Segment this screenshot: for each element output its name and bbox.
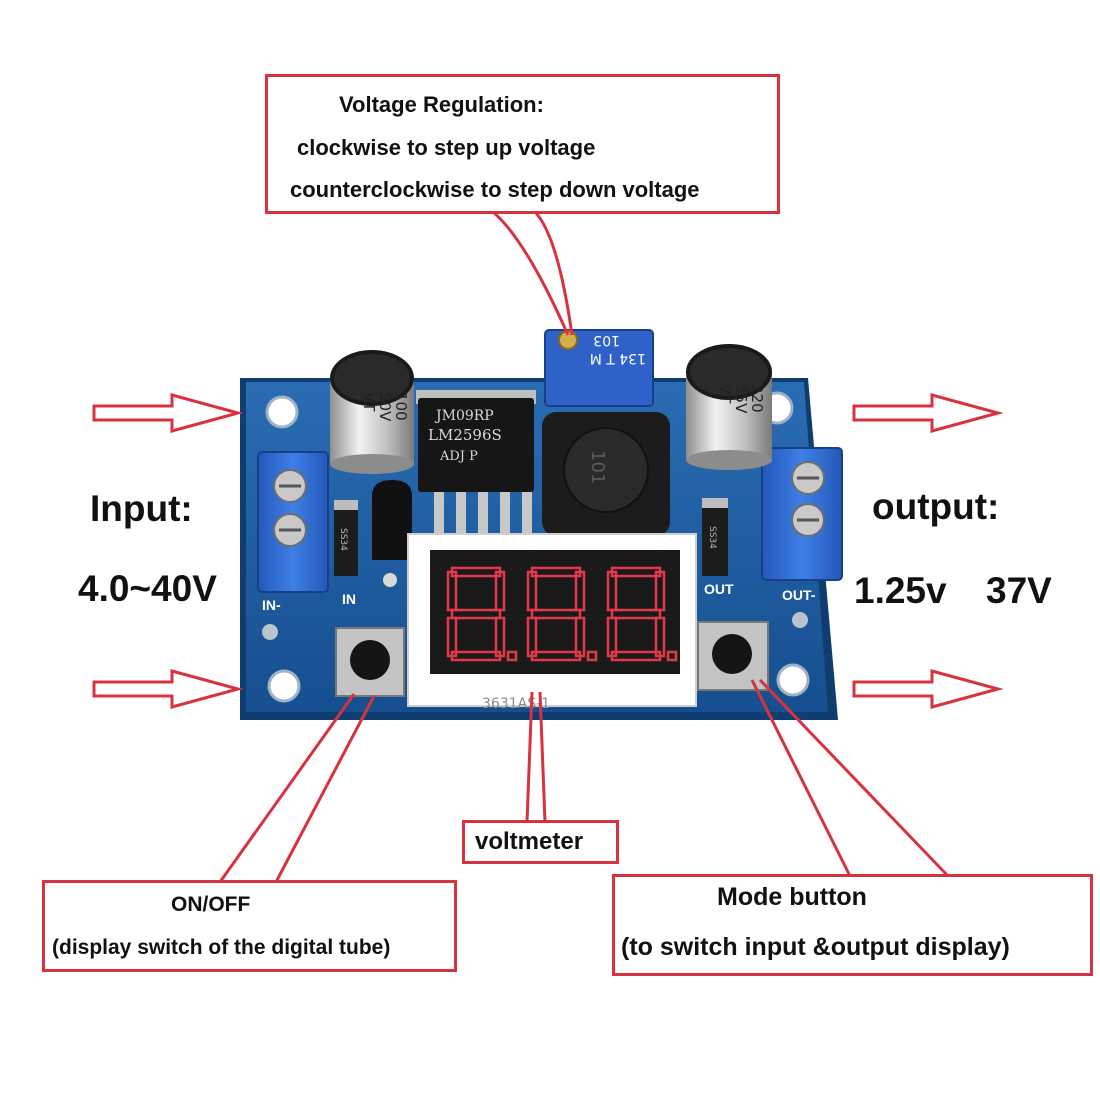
cap-left-series: VT [360,392,378,412]
callout-leaders [218,210,950,883]
cap-right-voltage: 35V [732,384,750,414]
seven-segment-display: 3631AS-1 [407,533,697,712]
digit-2-segment-g [530,608,582,620]
voltmeter-label: voltmeter [475,828,584,855]
ic-marking-line2: LM2596S [428,426,502,444]
cap-left-voltage: 50V [376,392,394,422]
leader-voltage-regulation-2 [533,210,574,336]
silk-in-minus: IN- [262,597,281,613]
pot-marking-1: 103 [593,332,620,348]
solder-pads [262,612,808,640]
input-arrow-top [92,393,244,433]
silk-out: OUT [704,581,734,597]
display-digits [446,566,678,662]
arrows [92,393,1004,709]
input-range: 4.0~40V [78,568,217,609]
cap-left-value: 100 [392,392,410,421]
regulator-ic: JM09RP LM2596S ADJ P [416,390,536,538]
voltage-regulation-callout: Voltage Regulation: clockwise to step up… [265,74,780,214]
inductor-marking: 101 [587,450,608,484]
digit-1-decimal-point [506,650,518,662]
output-capacitor: 220 35V VT [686,344,772,470]
input-arrow-bottom [92,669,244,709]
leader-on-off-1 [218,693,356,883]
potentiometer: 103 134 T M [544,329,654,407]
mode-button-description: (to switch input &output display) [621,933,1010,961]
ic-marking-line3: ADJ P [439,449,478,464]
on-off-title: ON/OFF [171,893,251,916]
mode-pushbutton [697,621,769,691]
on-off-pushbutton [335,627,405,697]
output-terminal-block [761,447,843,581]
diode-left-marking: SS34 [338,528,348,551]
leader-mode-1 [750,679,852,877]
cap-right-series: VT [716,384,734,404]
voltage-regulation-line1: clockwise to step up voltage [297,135,596,160]
output-arrow-bottom [852,669,1004,709]
silk-in: IN [342,591,356,607]
digit-3-segment-g [610,608,662,620]
leader-voltmeter-1 [525,691,534,823]
output-range-left: 1.25v [854,570,947,611]
diode-right-marking: SS34 [707,526,717,549]
on-off-callout: ON/OFF (display switch of the digital tu… [42,880,457,972]
led-in [383,573,397,587]
on-off-description: (display switch of the digital tube) [52,936,391,959]
leader-on-off-2 [274,695,376,883]
voltage-regulation-title: Voltage Regulation: [339,92,544,117]
digit-1-segment-g [450,608,502,620]
output-range-right: 37V [986,570,1052,611]
diode-right: SS34 [702,498,728,576]
input-capacitor: 100 50V VT [330,350,414,474]
mode-button-callout: Mode button (to switch input &output dis… [612,874,1093,976]
leader-mode-2 [758,678,950,878]
input-terminal-block [257,451,329,593]
voltmeter-callout: voltmeter [462,820,619,864]
mode-button-title: Mode button [717,883,867,911]
leader-voltage-regulation-1 [492,210,570,336]
voltage-regulation-line2: counterclockwise to step down voltage [290,177,700,202]
output-label: output: [872,486,1000,527]
digit-2-decimal-point [586,650,598,662]
transistor [372,480,412,560]
cap-right-value: 220 [748,384,766,413]
digit-3-decimal-point [666,650,678,662]
silk-out-minus: OUT- [782,587,816,603]
ic-marking-line1: JM09RP [434,408,494,424]
leader-voltmeter-2 [538,691,547,823]
inductor: 101 [542,412,670,536]
mounting-holes [265,391,810,703]
pot-marking-2: 134 T M [590,350,646,366]
diode-left: SS34 [334,500,358,576]
output-arrow-top [852,393,1004,433]
input-label: Input: [90,488,193,529]
